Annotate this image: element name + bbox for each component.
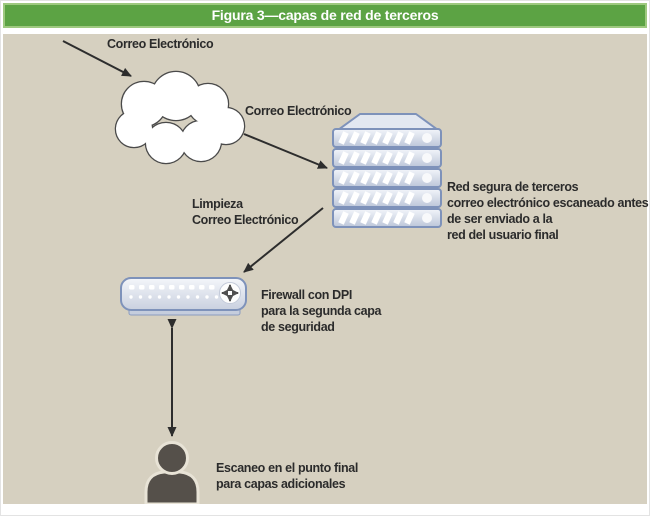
diagram-graphics [62,40,442,504]
label-email-to-servers: Correo Electrónico [245,104,352,118]
server-stack-icon [332,113,442,228]
end-user-icon [144,441,200,504]
arrow-email-to-cloud-icon [62,40,132,77]
diagram-canvas: Correo Electrónico Correo Electrónico Li… [3,34,649,504]
label-firewall: Firewall con DPI para la segunda capa de… [261,288,382,334]
label-endpoint: Escaneo en el punto final para capas adi… [216,461,358,491]
label-cleanup: Limpieza Correo Electrónico [192,197,299,227]
label-incoming-email: Correo Electrónico [107,37,214,51]
arrow-cloud-to-servers-icon [243,133,328,169]
figure-title: Figura 3—capas de red de terceros [3,3,647,28]
internet-cloud-icon [114,70,246,165]
dpi-routing-icon [219,282,241,304]
arrow-servers-to-firewall-icon [243,207,324,273]
firewall-appliance-icon [120,277,247,316]
label-secure-network: Red segura de terceros correo electrónic… [447,180,649,242]
